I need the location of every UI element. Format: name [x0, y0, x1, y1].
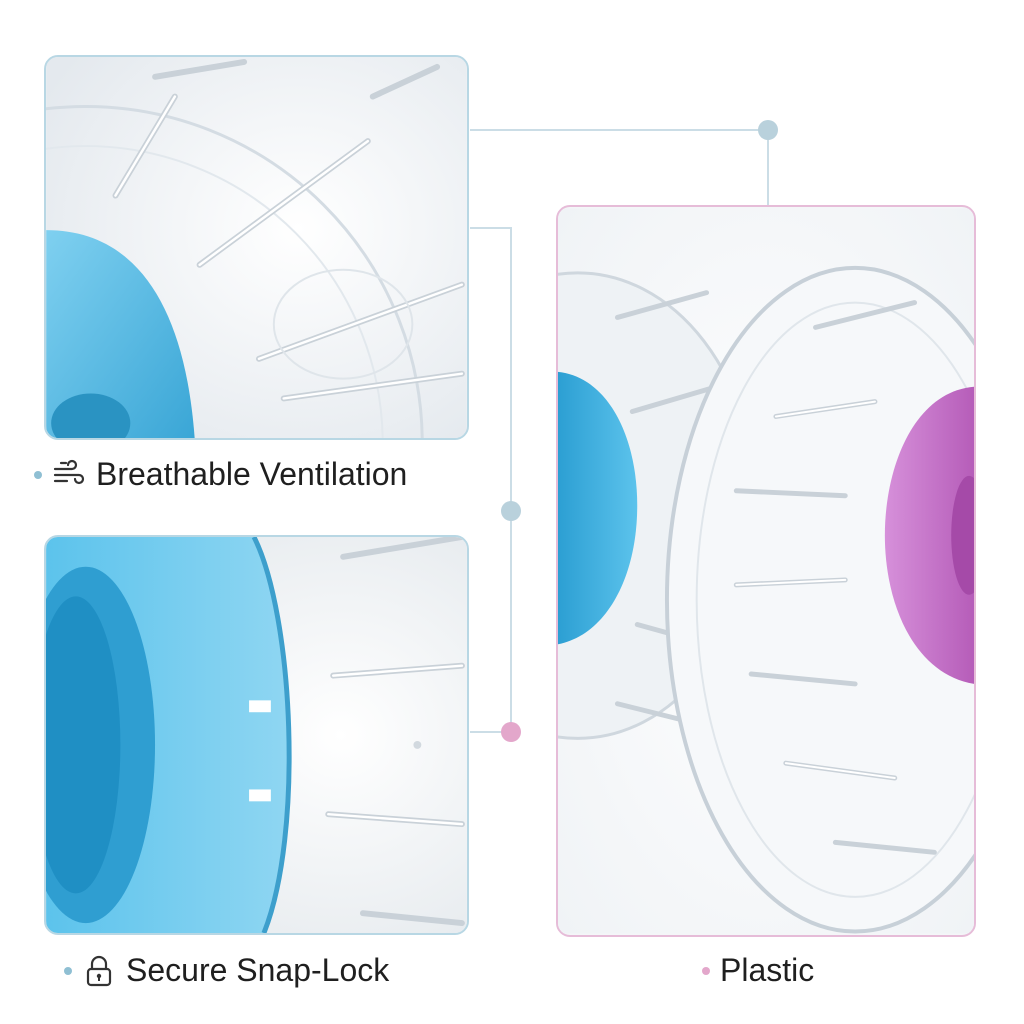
caption-plastic-text: Plastic: [720, 952, 815, 988]
ventilation-photo-panel: [44, 55, 469, 440]
bullet-dot: [702, 966, 710, 975]
plastic-photo-panel: [556, 205, 976, 937]
snaplock-photo: [46, 537, 467, 933]
padlock-icon: [82, 954, 116, 988]
caption-plastic: Plastic: [702, 952, 814, 989]
caption-ventilation-text: Breathable Ventilation: [96, 456, 408, 492]
caption-snaplock: Secure Snap-Lock: [64, 952, 389, 989]
connector-dot-middle: [501, 501, 521, 521]
caption-snaplock-text: Secure Snap-Lock: [126, 952, 390, 988]
connector-dot-bottom: [501, 722, 521, 742]
caption-ventilation: Breathable Ventilation: [34, 456, 407, 493]
snaplock-photo-panel: [44, 535, 469, 935]
wind-icon: [52, 458, 86, 492]
bullet-dot: [64, 966, 72, 975]
plastic-photo: [558, 208, 974, 934]
connector-dot-top: [758, 120, 778, 140]
bullet-dot: [34, 470, 42, 479]
ventilation-photo: [46, 57, 467, 438]
